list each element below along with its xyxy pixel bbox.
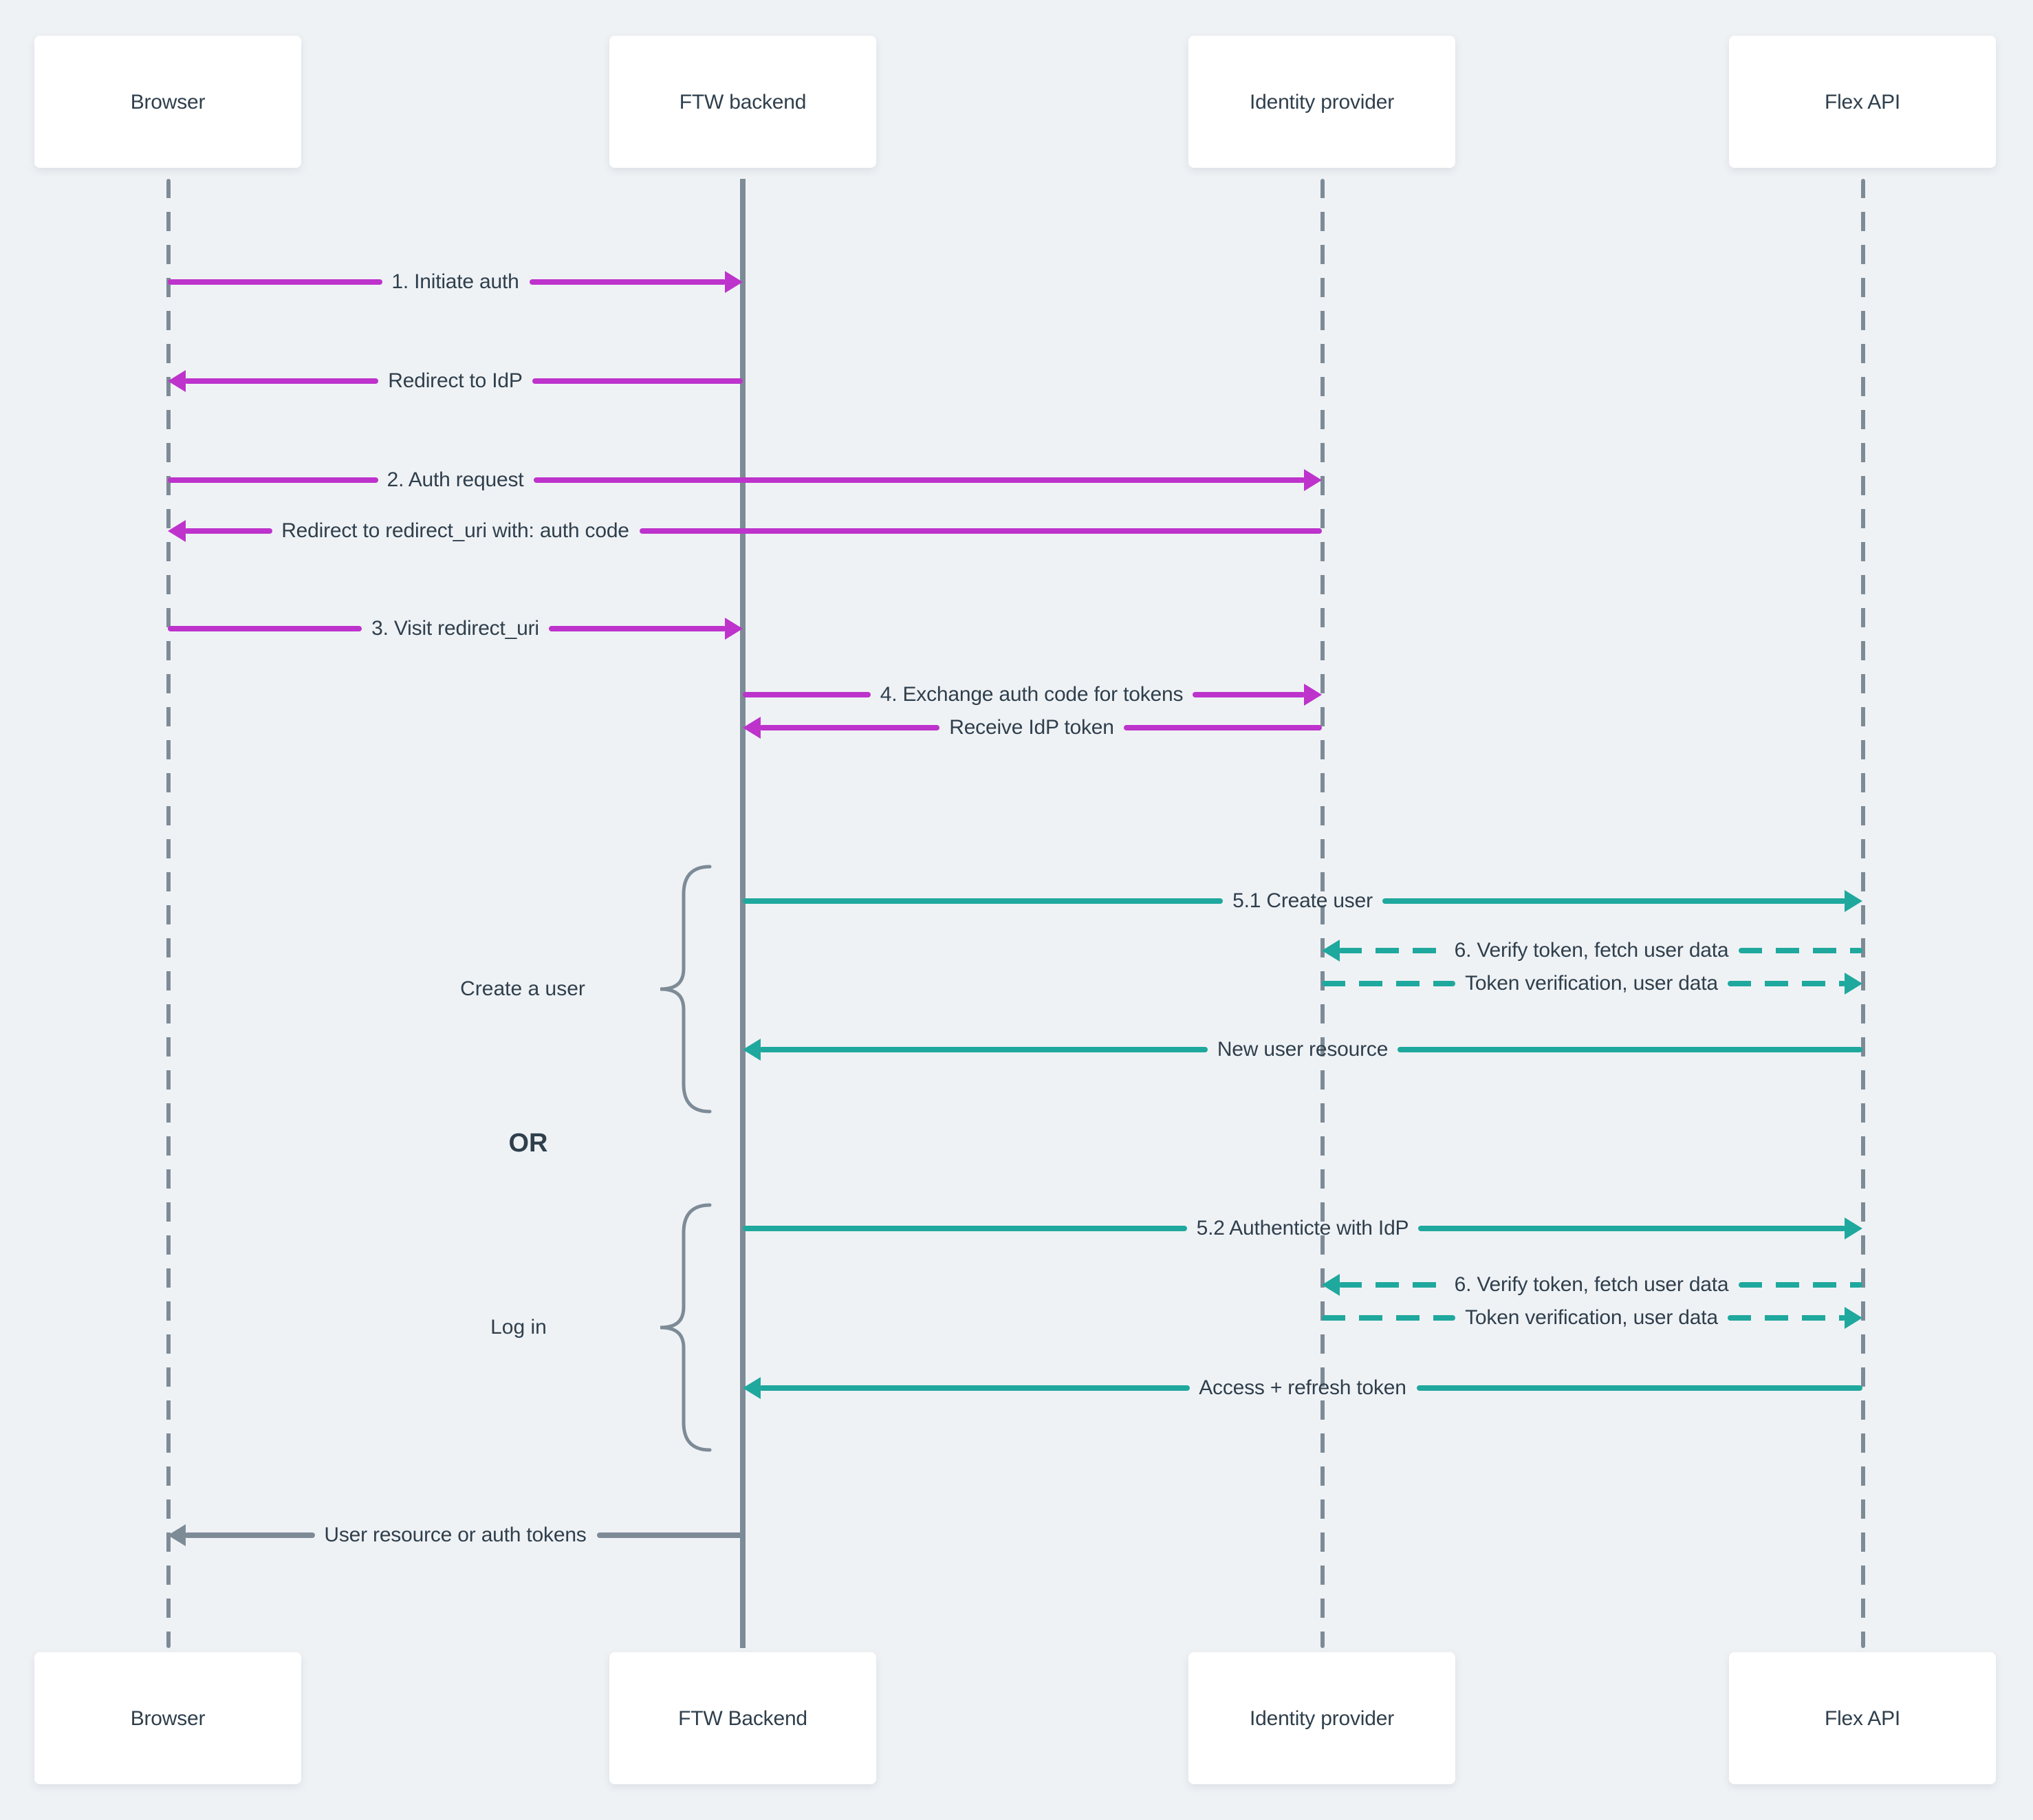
arrowhead-icon xyxy=(743,717,761,739)
message-line xyxy=(596,1532,743,1538)
message-label: 5.1 Create user xyxy=(1232,889,1373,913)
message-line xyxy=(1322,981,1455,986)
message-line xyxy=(743,898,1223,904)
arrowhead-icon xyxy=(743,1039,761,1061)
message-label: New user resource xyxy=(1217,1038,1389,1061)
arrowhead-icon xyxy=(1322,940,1340,962)
message-line xyxy=(549,626,726,631)
arrowhead-icon xyxy=(1845,973,1862,995)
arrowhead-icon xyxy=(1845,890,1862,912)
message-line xyxy=(1398,1047,1862,1052)
arrowhead-icon xyxy=(1322,1274,1340,1296)
message-line xyxy=(1382,898,1846,904)
message-label: Access + refresh token xyxy=(1199,1376,1406,1400)
message-line xyxy=(168,279,382,285)
message-label: 4. Exchange auth code for tokens xyxy=(880,683,1184,706)
message-line xyxy=(168,626,362,631)
message-line xyxy=(1738,948,1862,953)
arrowhead-icon xyxy=(725,271,743,293)
actor-label-top-flex: Flex API xyxy=(1824,90,1901,113)
message-line xyxy=(1738,1282,1862,1288)
actor-box-bottom-ftw: FTW Backend xyxy=(609,1652,876,1784)
message-line xyxy=(1416,1385,1862,1391)
arrowhead-icon xyxy=(168,370,186,392)
or-separator-label: OR xyxy=(508,1129,548,1158)
actor-label-top-ftw: FTW backend xyxy=(679,90,807,113)
actor-label-top-browser: Browser xyxy=(130,90,206,113)
message-line xyxy=(743,692,871,697)
actor-label-top-idp: Identity provider xyxy=(1249,90,1395,113)
message-line xyxy=(1193,692,1305,697)
actor-box-top-browser: Browser xyxy=(34,36,301,168)
arrowhead-icon xyxy=(1845,1217,1862,1239)
actor-box-bottom-idp: Identity provider xyxy=(1188,1652,1455,1784)
create-user-group-label: Create a user xyxy=(460,977,585,1001)
message-line xyxy=(184,1532,314,1538)
actor-label-bottom-ftw: FTW Backend xyxy=(678,1707,807,1730)
lifeline-browser xyxy=(166,179,170,1648)
arrowhead-icon xyxy=(1845,1307,1862,1329)
message-label: 5.2 Authenticte with IdP xyxy=(1196,1217,1409,1240)
message-line xyxy=(759,1385,1189,1391)
message-line xyxy=(1728,981,1846,986)
arrowhead-icon xyxy=(168,520,186,542)
message-label: 2. Auth request xyxy=(387,468,524,492)
create-user-brace-icon xyxy=(660,865,712,1114)
arrowhead-icon xyxy=(725,618,743,640)
lifeline-ftw xyxy=(740,179,746,1648)
arrowhead-icon xyxy=(1304,469,1322,491)
message-line xyxy=(743,1226,1187,1231)
actor-box-top-ftw: FTW backend xyxy=(609,36,876,168)
message-line xyxy=(1338,1282,1445,1288)
message-label: 1. Initiate auth xyxy=(391,270,519,294)
message-line xyxy=(639,528,1322,534)
actor-box-bottom-browser: Browser xyxy=(34,1652,301,1784)
message-label: Redirect to IdP xyxy=(388,369,523,393)
message-label: Receive IdP token xyxy=(949,716,1114,739)
arrowhead-icon xyxy=(1304,684,1322,706)
message-label: User resource or auth tokens xyxy=(324,1524,587,1547)
log-in-brace-icon xyxy=(660,1203,712,1452)
message-line xyxy=(1322,1315,1455,1321)
actor-label-bottom-flex: Flex API xyxy=(1824,1707,1901,1730)
message-line xyxy=(533,477,1305,483)
lifeline-idp xyxy=(1320,179,1324,1648)
message-label: Token verification, user data xyxy=(1465,972,1718,995)
message-label: 6. Verify token, fetch user data xyxy=(1454,939,1729,962)
message-label: 6. Verify token, fetch user data xyxy=(1454,1273,1729,1297)
message-line xyxy=(1418,1226,1846,1231)
message-line xyxy=(759,725,939,730)
actor-box-top-idp: Identity provider xyxy=(1188,36,1455,168)
actor-label-bottom-browser: Browser xyxy=(130,1707,206,1730)
message-line xyxy=(184,378,378,384)
message-line xyxy=(1338,948,1445,953)
message-line xyxy=(759,1047,1208,1052)
lifeline-flex xyxy=(1860,179,1865,1648)
actor-label-bottom-idp: Identity provider xyxy=(1249,1707,1395,1730)
message-line xyxy=(529,279,726,285)
arrowhead-icon xyxy=(168,1524,186,1546)
message-label: 3. Visit redirect_uri xyxy=(371,617,539,640)
actor-box-bottom-flex: Flex API xyxy=(1729,1652,1996,1784)
message-label: Redirect to redirect_uri with: auth code xyxy=(281,519,629,543)
message-line xyxy=(532,378,743,384)
log-in-group-label: Log in xyxy=(490,1316,547,1339)
arrowhead-icon xyxy=(743,1377,761,1399)
message-line xyxy=(1124,725,1322,730)
message-line xyxy=(184,528,272,534)
message-label: Token verification, user data xyxy=(1465,1306,1718,1330)
actor-box-top-flex: Flex API xyxy=(1729,36,1996,168)
message-line xyxy=(168,477,378,483)
message-line xyxy=(1728,1315,1846,1321)
